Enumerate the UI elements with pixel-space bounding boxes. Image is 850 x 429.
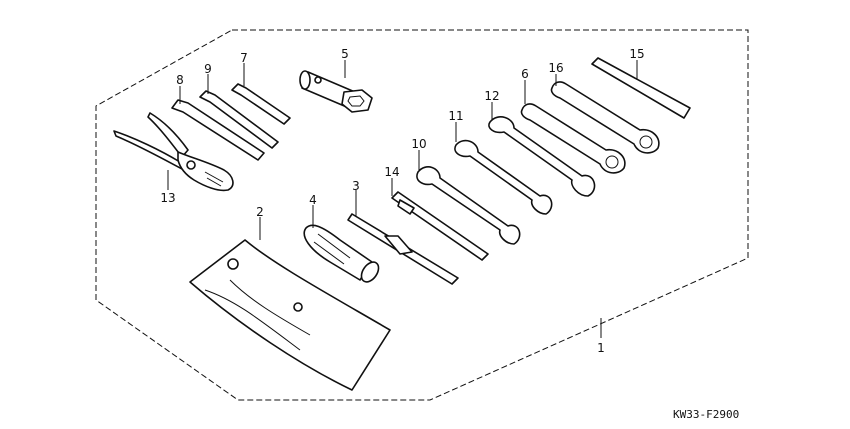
- leader-lines: [167, 60, 638, 338]
- callout-15: 15: [629, 47, 644, 61]
- wrench-11-drawing: [454, 139, 553, 215]
- kit-outline: [95, 29, 749, 401]
- callout-10: 10: [411, 137, 426, 151]
- callout-7: 7: [240, 51, 248, 65]
- hex-key-medium-drawing: [199, 90, 279, 149]
- hex-key-small-drawing: [231, 83, 291, 125]
- spanner-long-drawing: [520, 103, 626, 174]
- box-spanner-drawing: [299, 70, 373, 113]
- wrench-12-drawing: [488, 116, 596, 197]
- callout-2: 2: [256, 205, 264, 219]
- pliers-drawing: [113, 112, 234, 192]
- diagram-code: KW33-F2900: [673, 408, 739, 421]
- spanner-16-drawing: [550, 81, 660, 154]
- ring-bar-drawing: [591, 57, 691, 119]
- screwdriver-grip-drawing: [303, 224, 380, 283]
- callout-5: 5: [341, 47, 349, 61]
- callout-11: 11: [448, 109, 463, 123]
- callout-14: 14: [384, 165, 399, 179]
- screwdriver-drawing: [347, 213, 459, 285]
- hex-key-large-drawing: [171, 99, 265, 161]
- screwdriver-small-drawing: [391, 191, 489, 261]
- tool-bag-drawing: [189, 239, 391, 391]
- callout-8: 8: [176, 73, 184, 87]
- callout-1: 1: [597, 341, 605, 355]
- wrench-10-drawing: [416, 166, 521, 245]
- callout-3: 3: [352, 179, 360, 193]
- callout-9: 9: [204, 62, 212, 76]
- callout-4: 4: [309, 193, 317, 207]
- callout-12: 12: [484, 89, 499, 103]
- callout-6: 6: [521, 67, 529, 81]
- callout-16: 16: [548, 61, 563, 75]
- callout-13: 13: [160, 191, 175, 205]
